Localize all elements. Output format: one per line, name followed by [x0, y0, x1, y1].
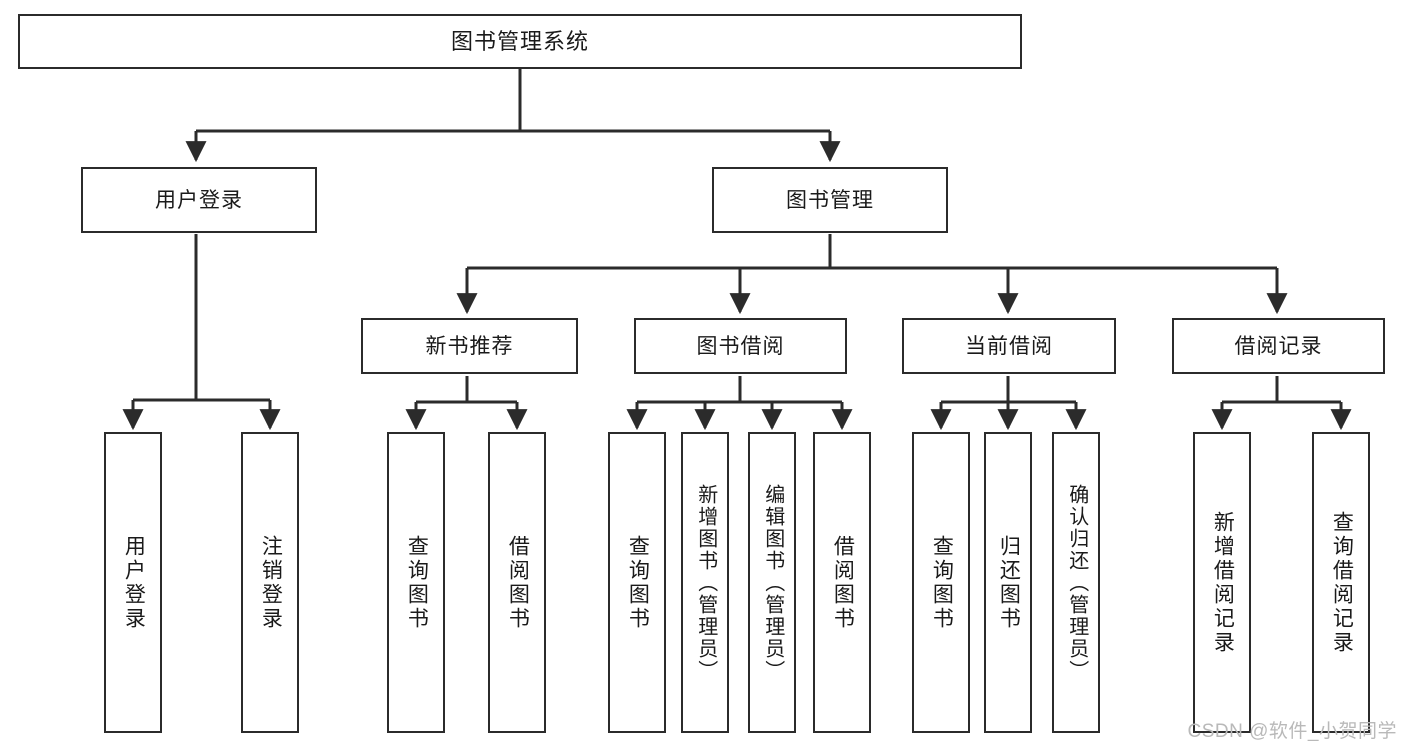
node-label: 图书借阅 [696, 334, 785, 358]
node-book-management[interactable]: 图书管理 [712, 167, 948, 233]
csdn-watermark: CSDN @软件_小贺同学 [1187, 721, 1397, 742]
node-borrow-record[interactable]: 借阅记录 [1172, 318, 1385, 374]
leaf-logout[interactable]: 注销登录 [241, 432, 299, 733]
node-label: 新增图书（管理员） [694, 483, 717, 682]
node-label: 图书管理 [786, 188, 874, 212]
node-label: 注销登录 [259, 534, 283, 631]
leaf-borrow-book-newbook[interactable]: 借阅图书 [488, 432, 546, 733]
node-label: 编辑图书（管理员） [761, 483, 784, 682]
node-label: 查询图书 [405, 534, 429, 631]
node-current-borrow[interactable]: 当前借阅 [902, 318, 1116, 374]
leaf-edit-book-admin[interactable]: 编辑图书（管理员） [748, 432, 796, 733]
node-label: 归还图书 [997, 534, 1021, 631]
leaf-user-login[interactable]: 用户登录 [104, 432, 162, 733]
node-label: 查询借阅记录 [1330, 510, 1354, 655]
node-label: 当前借阅 [965, 334, 1053, 358]
leaf-query-book-borrow[interactable]: 查询图书 [608, 432, 666, 733]
node-user-login[interactable]: 用户登录 [81, 167, 317, 233]
node-label: 查询图书 [626, 534, 650, 631]
node-root-system[interactable]: 图书管理系统 [18, 14, 1022, 69]
node-label: 借阅图书 [506, 534, 530, 631]
node-new-book-recommend[interactable]: 新书推荐 [361, 318, 578, 374]
leaf-add-borrow-record[interactable]: 新增借阅记录 [1193, 432, 1251, 733]
node-book-borrow[interactable]: 图书借阅 [634, 318, 847, 374]
leaf-return-book[interactable]: 归还图书 [984, 432, 1032, 733]
node-label: 用户登录 [155, 188, 243, 212]
leaf-confirm-return-admin[interactable]: 确认归还（管理员） [1052, 432, 1100, 733]
node-label: 新书推荐 [425, 334, 514, 358]
leaf-add-book-admin[interactable]: 新增图书（管理员） [681, 432, 729, 733]
node-label: 确认归还（管理员） [1065, 483, 1088, 682]
leaf-query-book-newbook[interactable]: 查询图书 [387, 432, 445, 733]
node-label: 图书管理系统 [450, 28, 589, 54]
node-label: 新增借阅记录 [1211, 510, 1235, 655]
leaf-borrow-book[interactable]: 借阅图书 [813, 432, 871, 733]
leaf-query-borrow-record[interactable]: 查询借阅记录 [1312, 432, 1370, 733]
node-label: 查询图书 [930, 534, 954, 631]
leaf-query-book-current[interactable]: 查询图书 [912, 432, 970, 733]
node-label: 用户登录 [122, 534, 146, 631]
node-label: 借阅记录 [1234, 334, 1323, 358]
node-label: 借阅图书 [831, 534, 855, 631]
